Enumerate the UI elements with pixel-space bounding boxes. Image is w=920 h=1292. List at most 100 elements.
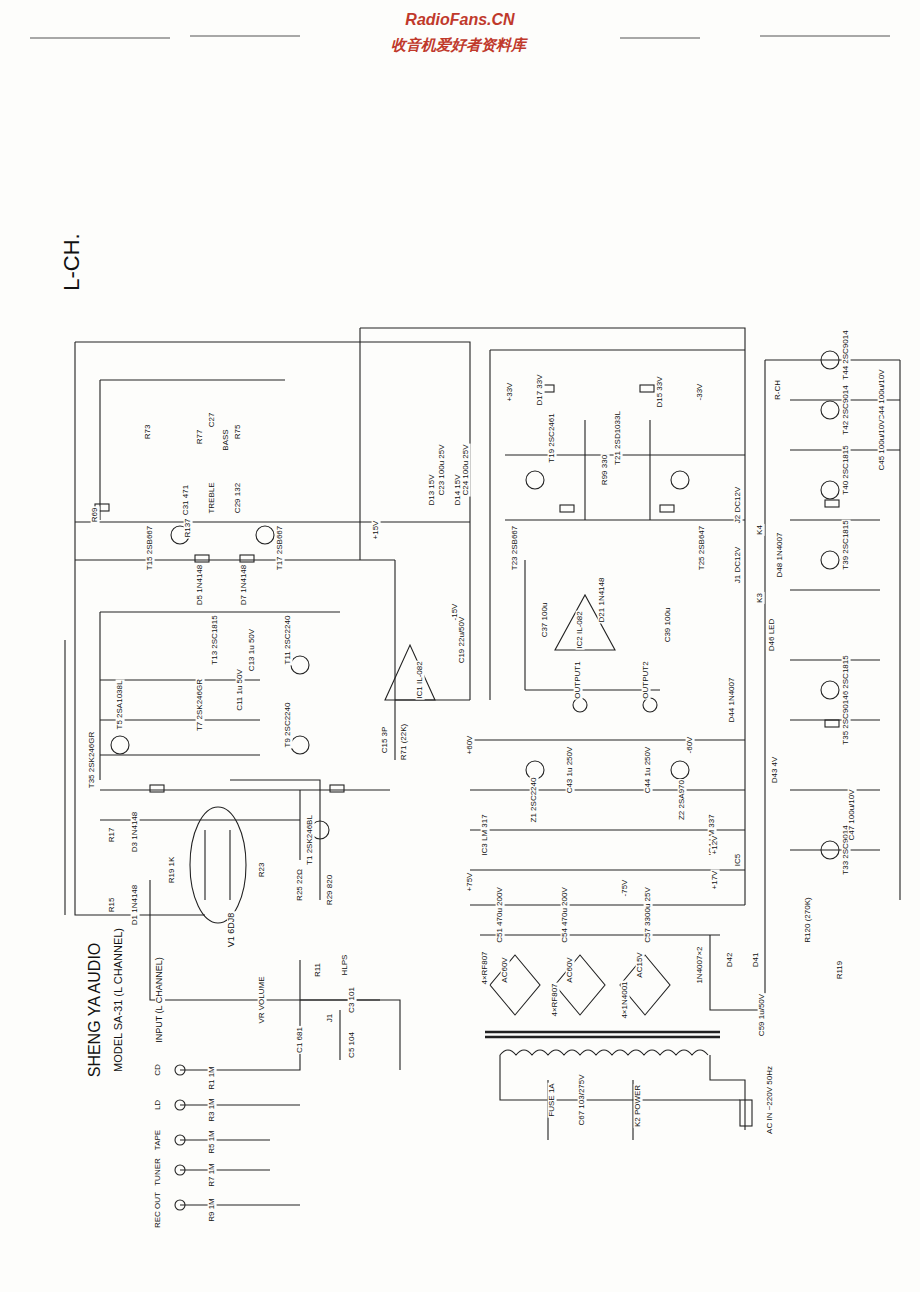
resistor-symbol bbox=[660, 505, 674, 512]
wire bbox=[710, 935, 760, 1010]
wire bbox=[75, 521, 470, 522]
component-label: AC IN ~220V 50Hz bbox=[766, 1065, 775, 1135]
jack-symbol bbox=[573, 698, 587, 712]
wire bbox=[64, 640, 65, 915]
resistor-symbol bbox=[330, 785, 344, 792]
wire bbox=[359, 328, 360, 560]
transformer-symbol bbox=[485, 1032, 752, 1140]
component-label: C19 22u/50V bbox=[458, 616, 467, 665]
transistor-symbol bbox=[671, 471, 689, 489]
component-label: +12V bbox=[711, 835, 720, 856]
component-label: -33V bbox=[696, 383, 705, 402]
component-label: +33V bbox=[506, 382, 515, 403]
component-label: D7 1N4148 bbox=[240, 564, 249, 606]
component-label: R3 1M bbox=[208, 1097, 217, 1123]
jack-symbol bbox=[175, 1135, 185, 1145]
component-label: C67 103/275V bbox=[578, 1073, 587, 1126]
component-label: T5 2SA1038L bbox=[116, 680, 125, 731]
transistor-symbol bbox=[291, 656, 309, 674]
component-label: D3 1N4148 bbox=[131, 811, 140, 853]
resistor-symbol bbox=[640, 385, 654, 392]
component-label: C54 470u 200V bbox=[561, 886, 570, 944]
resistor-symbol bbox=[195, 555, 209, 562]
transistor-symbol bbox=[111, 351, 839, 859]
component-label: R23 bbox=[258, 862, 267, 879]
wire bbox=[180, 960, 300, 1205]
component-label: R5 1M bbox=[208, 1129, 217, 1155]
component-label: C44 1u 250V bbox=[644, 746, 653, 795]
component-label: T39 2SC1815 bbox=[842, 519, 851, 570]
component-label: T40 2SC1815 bbox=[842, 444, 851, 495]
component-label: T9 2SC2240 bbox=[284, 702, 293, 749]
component-label: R25 22Ω bbox=[296, 868, 305, 902]
component-label: R75 bbox=[234, 424, 243, 441]
component-label: D44 1N4007 bbox=[728, 677, 737, 724]
component-label: C31 471 bbox=[182, 484, 191, 516]
wire bbox=[470, 829, 745, 830]
resistor-symbol bbox=[825, 500, 839, 507]
transistor-symbol bbox=[291, 736, 309, 754]
wire bbox=[525, 560, 660, 690]
vacuum-tube-symbol bbox=[190, 807, 246, 923]
component-label: R71 (22K) bbox=[400, 723, 409, 761]
component-label: +17V bbox=[711, 870, 720, 891]
transformer-symbol bbox=[500, 1050, 708, 1055]
resistor-symbol bbox=[150, 785, 164, 792]
op-amp-symbol bbox=[385, 645, 435, 700]
component-label: R69 bbox=[91, 507, 100, 524]
component-label: C51 470u 200V bbox=[496, 886, 505, 944]
jack-symbol bbox=[643, 698, 657, 712]
component-label: R9 1M bbox=[208, 1197, 217, 1223]
component-label: D43 4V bbox=[771, 756, 780, 785]
component-label: OUTPUT2 bbox=[642, 660, 651, 699]
component-label: IC1 IL-082 bbox=[416, 660, 425, 699]
jack-symbol bbox=[175, 698, 657, 1210]
wire bbox=[480, 934, 720, 935]
component-label: C27 bbox=[208, 412, 217, 429]
component-label: T7 2SK246GR bbox=[196, 678, 205, 732]
component-label: +60V bbox=[466, 735, 475, 756]
transistor-symbol bbox=[821, 551, 839, 569]
bridge-rectifier bbox=[490, 955, 540, 1015]
component-label: AC15V bbox=[636, 951, 645, 978]
component-label: OUTPUT1 bbox=[574, 660, 583, 699]
component-label: T23 2SB667 bbox=[511, 525, 520, 571]
component-label: C57 3300u 25V bbox=[644, 886, 653, 944]
heading-note: L-CH. bbox=[60, 232, 84, 291]
component-label: R99 330 bbox=[601, 454, 610, 486]
vacuum-tube-symbol bbox=[190, 807, 246, 923]
component-label: BASS bbox=[222, 428, 231, 451]
component-label: T19 2SC2461 bbox=[548, 412, 557, 463]
component-label: K2 POWER bbox=[634, 1084, 643, 1128]
component-label: 4×RF807 bbox=[551, 982, 560, 1017]
component-label: C43 1u 250V bbox=[566, 746, 575, 795]
component-label: C37 100u bbox=[541, 602, 550, 639]
component-label: TAPE bbox=[154, 1129, 163, 1151]
component-label: C3 101 bbox=[348, 986, 357, 1014]
wire bbox=[65, 328, 900, 1205]
component-label: AC60V bbox=[501, 956, 510, 983]
transistor-symbol bbox=[821, 681, 839, 699]
vacuum-tube-symbol bbox=[205, 830, 230, 900]
component-label: J2 DC12V bbox=[734, 486, 743, 524]
watermark: RadioFans.CN bbox=[404, 11, 515, 29]
component-label: -75V bbox=[621, 879, 630, 898]
component-label: D46 LED bbox=[768, 618, 777, 652]
component-label: K3 bbox=[756, 592, 765, 604]
component-label: D41 bbox=[752, 952, 761, 969]
component-label: TUNER bbox=[154, 1157, 163, 1187]
wire bbox=[470, 740, 745, 790]
watermark: 收音机爱好者资料库 bbox=[390, 37, 527, 54]
component-label: T21 2SD1033L bbox=[614, 410, 623, 466]
component-label: C45 100u/10V bbox=[878, 418, 887, 471]
wire bbox=[75, 342, 470, 700]
resistor-symbol bbox=[560, 505, 574, 512]
component-label: Z2 2SA970 bbox=[678, 779, 687, 821]
wire bbox=[790, 400, 900, 850]
component-label: C39 100u bbox=[664, 607, 673, 644]
bridge-rectifier bbox=[555, 955, 605, 1015]
transformer-symbol bbox=[548, 1080, 633, 1140]
wire bbox=[765, 360, 900, 1010]
component-label: R17 bbox=[108, 827, 117, 844]
